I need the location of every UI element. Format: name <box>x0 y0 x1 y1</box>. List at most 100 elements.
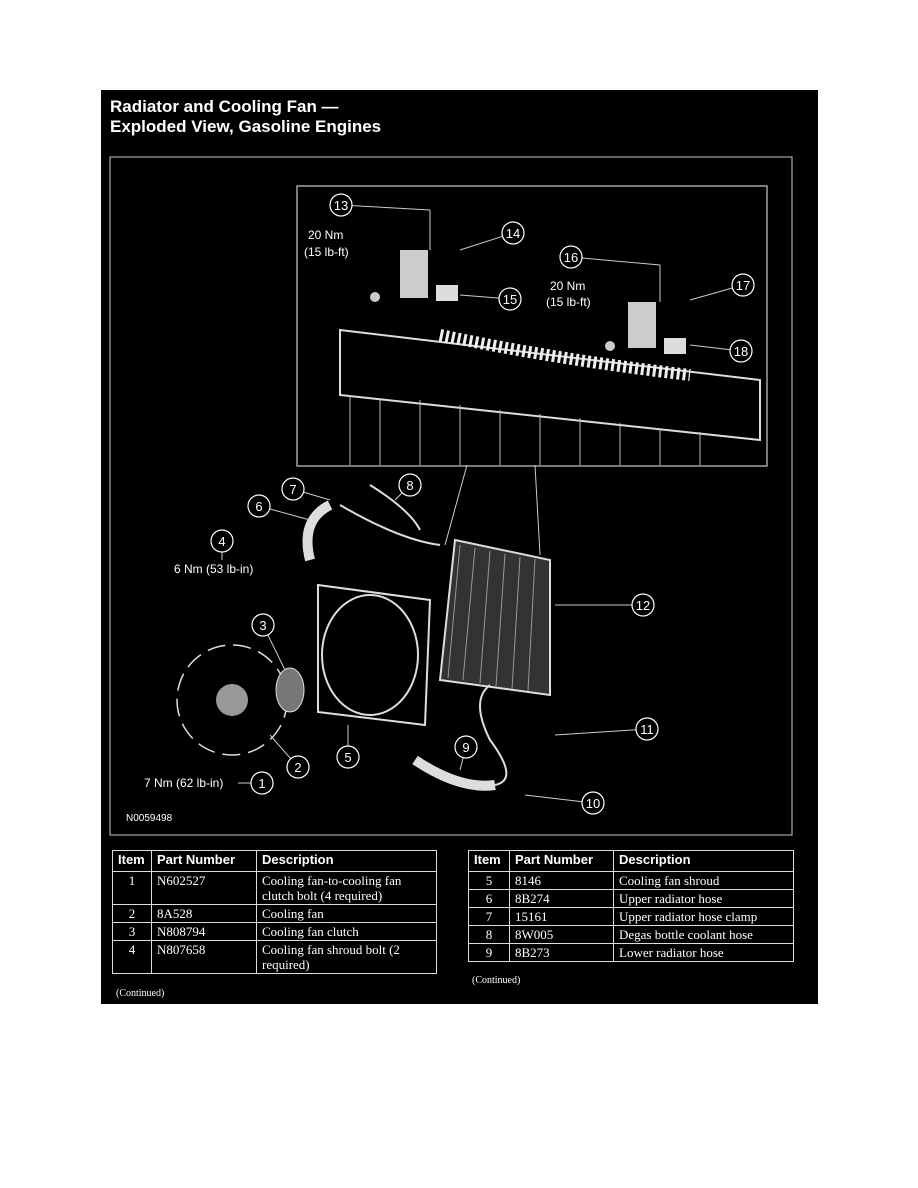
page-title: Radiator and Cooling Fan — Exploded View… <box>110 97 381 137</box>
callout-circle <box>729 339 753 363</box>
part-number-cell: 8B273 <box>509 943 614 962</box>
radiator <box>438 464 551 697</box>
continued-note-right: (Continued) <box>472 975 521 986</box>
callout-1: 1 <box>238 771 274 795</box>
callout-15: 15 <box>459 287 522 311</box>
torque-label-13b: (15 lb-ft) <box>304 245 349 259</box>
callout-circle <box>631 593 655 617</box>
item-cell: 5 <box>468 871 510 890</box>
part-number-cell: N808794 <box>151 922 257 941</box>
item-cell: 3 <box>112 922 152 941</box>
callout-5: 5 <box>336 725 360 769</box>
callout-circle <box>559 245 583 269</box>
description-cell: Cooling fan shroud bolt (2 required) <box>256 940 437 974</box>
callout-number: 18 <box>734 344 748 359</box>
item-cell: 6 <box>468 889 510 908</box>
callout-17: 17 <box>689 273 755 301</box>
part-number-cell: N807658 <box>151 940 257 974</box>
description-cell: Degas bottle coolant hose <box>613 925 794 944</box>
callout-number: 9 <box>462 740 469 755</box>
callout-16: 16 <box>559 245 661 269</box>
callout-11: 11 <box>554 717 659 741</box>
header-part-number: Part Number <box>509 850 614 872</box>
item-cell: 7 <box>468 907 510 926</box>
diagram-frame <box>109 156 793 836</box>
continued-note-left: (Continued) <box>116 988 165 999</box>
title-line-1: Radiator and Cooling Fan — <box>110 97 339 116</box>
callout-number: 12 <box>636 598 650 613</box>
callout-number: 10 <box>586 796 600 811</box>
description-cell: Lower radiator hose <box>613 943 794 962</box>
callout-number: 2 <box>294 760 301 775</box>
callout-6: 6 <box>247 494 311 521</box>
torque-label-16b: (15 lb-ft) <box>546 295 591 309</box>
torque-label-13a: 20 Nm <box>308 228 343 242</box>
callout-8: 8 <box>394 473 422 501</box>
hoses <box>302 484 508 791</box>
callout-number: 11 <box>640 722 654 737</box>
callout-number: 17 <box>736 278 750 293</box>
torque-label-1: 7 Nm (62 lb-in) <box>144 776 223 790</box>
torque-label-4: 6 Nm (53 lb-in) <box>174 562 253 576</box>
callout-circle <box>731 273 755 297</box>
callout-18: 18 <box>689 339 753 363</box>
callout-number: 7 <box>289 482 296 497</box>
callout-circle <box>454 735 478 759</box>
fan-shroud <box>317 583 432 727</box>
part-number-cell: 8146 <box>509 871 614 890</box>
item-cell: 4 <box>112 940 152 974</box>
callout-12: 12 <box>555 593 655 617</box>
callout-circle <box>329 193 353 217</box>
callout-number: 15 <box>503 292 517 307</box>
description-cell: Cooling fan clutch <box>256 922 437 941</box>
description-cell: Cooling fan <box>256 904 437 923</box>
callout-circle <box>498 287 522 311</box>
item-cell: 8 <box>468 925 510 944</box>
part-number-cell: 8W005 <box>509 925 614 944</box>
callout-number: 16 <box>564 250 578 265</box>
figure-id: N0059498 <box>126 813 173 824</box>
item-cell: 1 <box>112 871 152 905</box>
callout-9: 9 <box>454 735 478 771</box>
part-number-cell: 8B274 <box>509 889 614 908</box>
torque-labels: 20 Nm (15 lb-ft) 20 Nm (15 lb-ft) 6 Nm (… <box>126 228 591 824</box>
callout-number: 4 <box>218 534 225 549</box>
item-cell: 9 <box>468 943 510 962</box>
callout-circle <box>210 529 234 553</box>
callout-10: 10 <box>524 791 605 815</box>
header-item: Item <box>112 850 152 872</box>
callout-number: 3 <box>259 618 266 633</box>
callout-circle <box>251 613 275 637</box>
inset-detail <box>296 185 768 467</box>
callout-14: 14 <box>459 221 525 251</box>
callout-circle <box>501 221 525 245</box>
part-number-cell: 15161 <box>509 907 614 926</box>
callout-circle <box>281 477 305 501</box>
callout-circle <box>250 771 274 795</box>
part-number-cell: N602527 <box>151 871 257 905</box>
callout-number: 13 <box>334 198 348 213</box>
description-cell: Upper radiator hose <box>613 889 794 908</box>
callout-number: 8 <box>406 478 413 493</box>
callout-7: 7 <box>281 477 331 501</box>
torque-label-16a: 20 Nm <box>550 279 585 293</box>
title-line-2: Exploded View, Gasoline Engines <box>110 117 382 136</box>
callout-number: 14 <box>506 226 520 241</box>
callout-13: 13 <box>329 193 431 217</box>
header-part-number: Part Number <box>151 850 257 872</box>
item-cell: 2 <box>112 904 152 923</box>
callout-circle <box>286 755 310 779</box>
callout-circle <box>635 717 659 741</box>
